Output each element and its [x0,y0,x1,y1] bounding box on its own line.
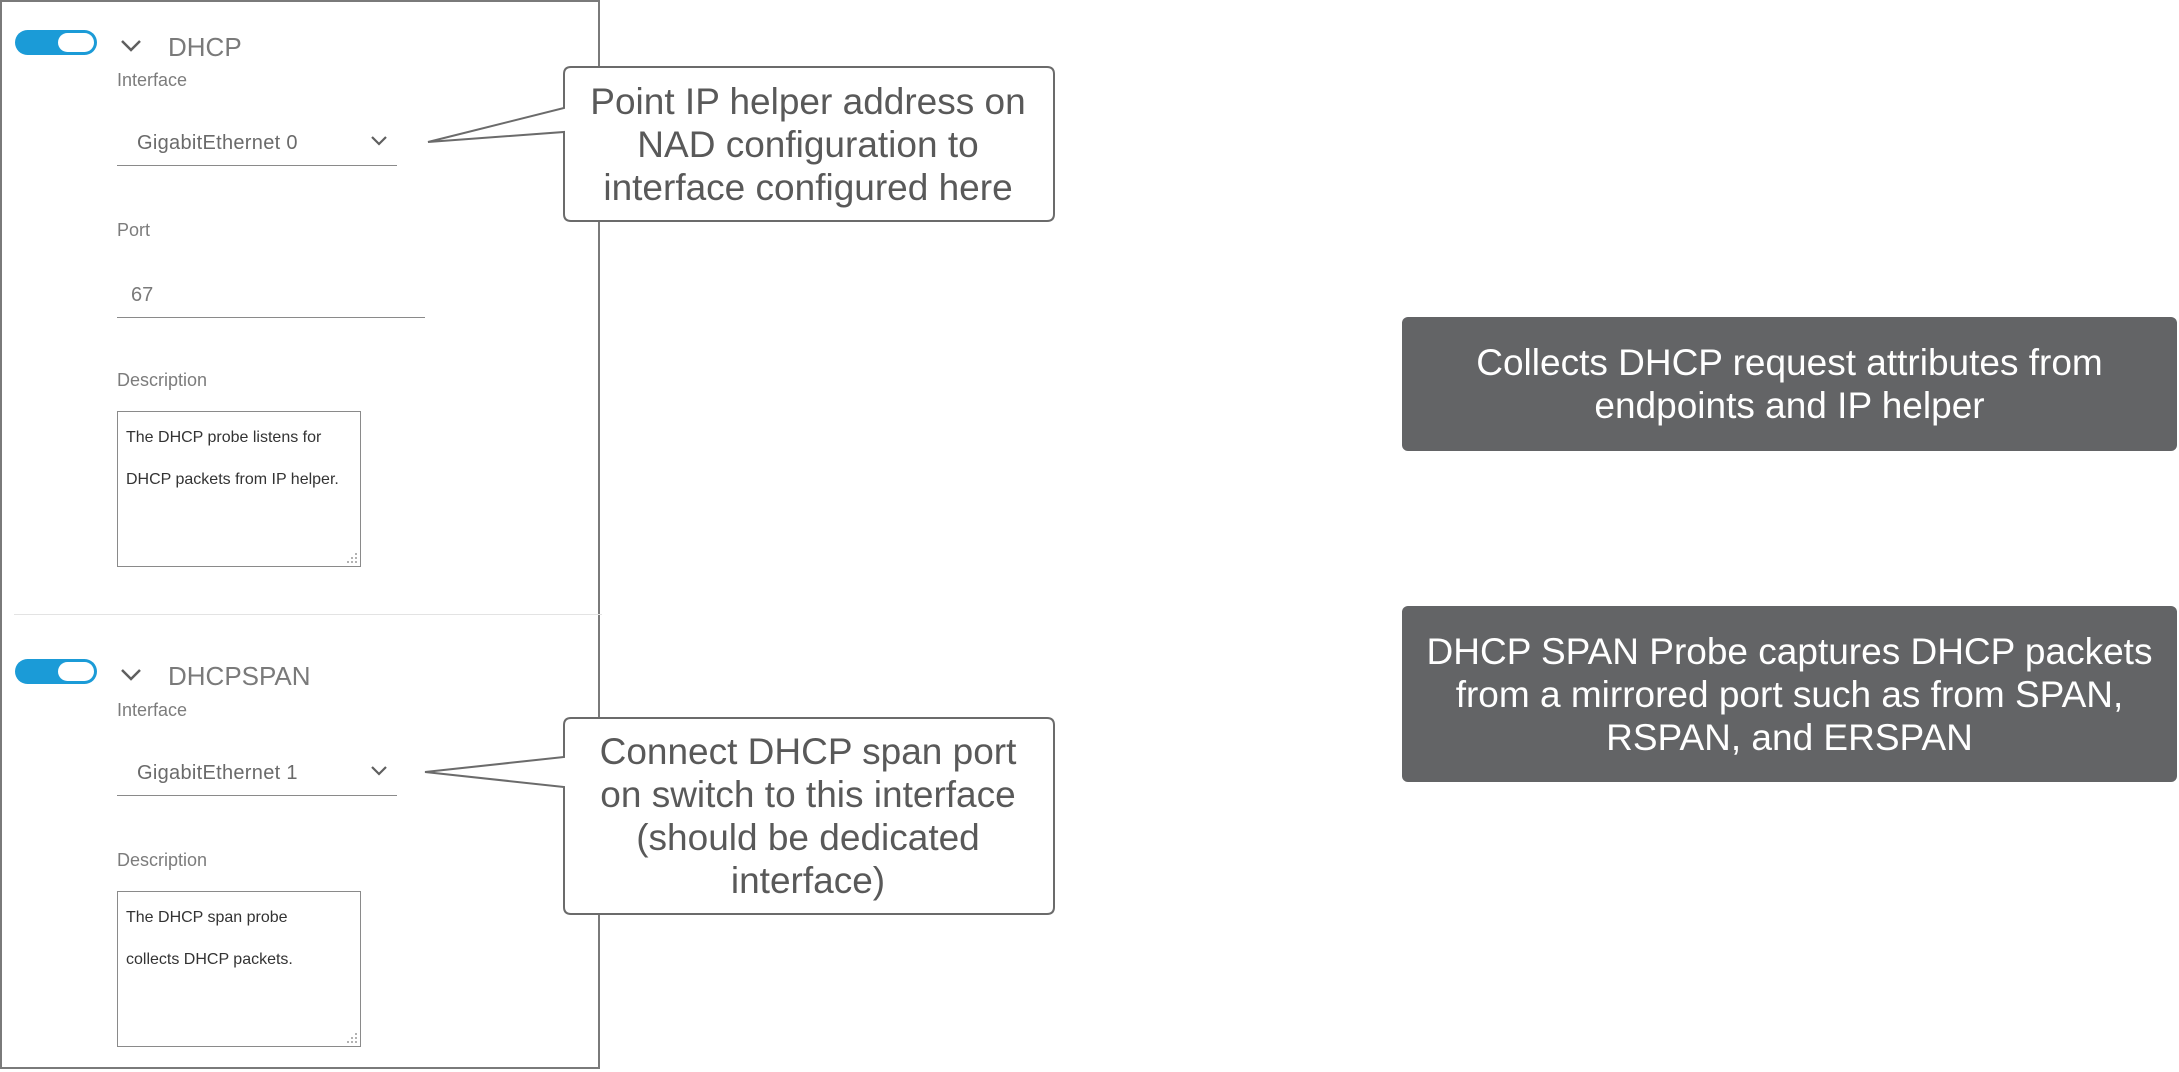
dhcp-port-label: Port [117,220,151,240]
dhcpspan-interface-select[interactable]: GigabitEthernet 1 [117,756,397,796]
note-line: RSPAN, and ERSPAN [1606,716,1973,758]
dhcp-interface-label: Interface [117,70,188,90]
dhcpspan-section-title: DHCPSPAN [168,661,311,691]
callout-line: on switch to this interface [600,774,1016,815]
dhcp-callout-shape [427,66,1055,222]
dhcpspan-interface-value: GigabitEthernet 1 [137,762,298,784]
callout-line: Point IP helper address on [590,81,1026,122]
dhcpspan-toggle[interactable] [15,659,97,684]
dhcp-port-value: 67 [131,284,154,306]
dhcp-callout-text: Point IP helper address on NAD configura… [564,80,1052,209]
dhcpspan-description-textarea[interactable]: The DHCP span probe collects DHCP packet… [117,891,361,1047]
note-line: from a mirrored port such as from SPAN, [1455,673,2124,715]
callout-line: NAD configuration to [637,124,979,165]
callout-line: (should be dedicated [636,817,980,858]
note-line: DHCP SPAN Probe captures DHCP packets [1426,630,2153,672]
note-line: endpoints and IP helper [1594,385,1985,426]
chevron-down-icon[interactable] [119,38,143,54]
dhcp-note-box: Collects DHCP request attributes from en… [1402,317,2177,451]
dhcp-description-line: DHCP packets from IP helper. [126,471,339,488]
callout-line: Connect DHCP span port [599,731,1017,772]
dhcp-section-title: DHCP [168,32,242,62]
toggle-knob [58,33,94,52]
dhcp-description-line: The DHCP probe listens for [126,429,322,446]
callout-line: interface configured here [603,167,1013,208]
chevron-down-icon [371,136,387,146]
dhcpspan-description-line: The DHCP span probe [126,909,288,926]
dhcp-description-textarea[interactable]: The DHCP probe listens for DHCP packets … [117,411,361,567]
resize-grip-icon[interactable] [344,550,358,564]
dhcpspan-callout-shape [424,717,1055,915]
dhcpspan-description-label: Description [117,850,208,870]
probe-settings-panel: DHCP Interface GigabitEthernet 0 Port 67… [0,0,602,1069]
resize-grip-icon[interactable] [344,1030,358,1044]
dhcp-interface-value: GigabitEthernet 0 [137,132,298,154]
dhcp-port-input[interactable]: 67 [117,276,425,318]
dhcpspan-callout-text: Connect DHCP span port on switch to this… [564,730,1052,902]
dhcpspan-description-line: collects DHCP packets. [126,951,293,968]
chevron-down-icon[interactable] [119,667,143,683]
dhcp-toggle[interactable] [15,30,97,55]
dhcp-interface-select[interactable]: GigabitEthernet 0 [117,126,397,166]
callout-line: interface) [730,860,886,901]
note-line: Collects DHCP request attributes from [1476,342,2103,383]
toggle-knob [58,662,94,681]
dhcpspan-interface-label: Interface [117,700,188,720]
dhcp-description-label: Description [117,370,208,390]
section-divider [14,614,602,615]
dhcpspan-note-box: DHCP SPAN Probe captures DHCP packets fr… [1402,606,2177,782]
chevron-down-icon [371,766,387,776]
